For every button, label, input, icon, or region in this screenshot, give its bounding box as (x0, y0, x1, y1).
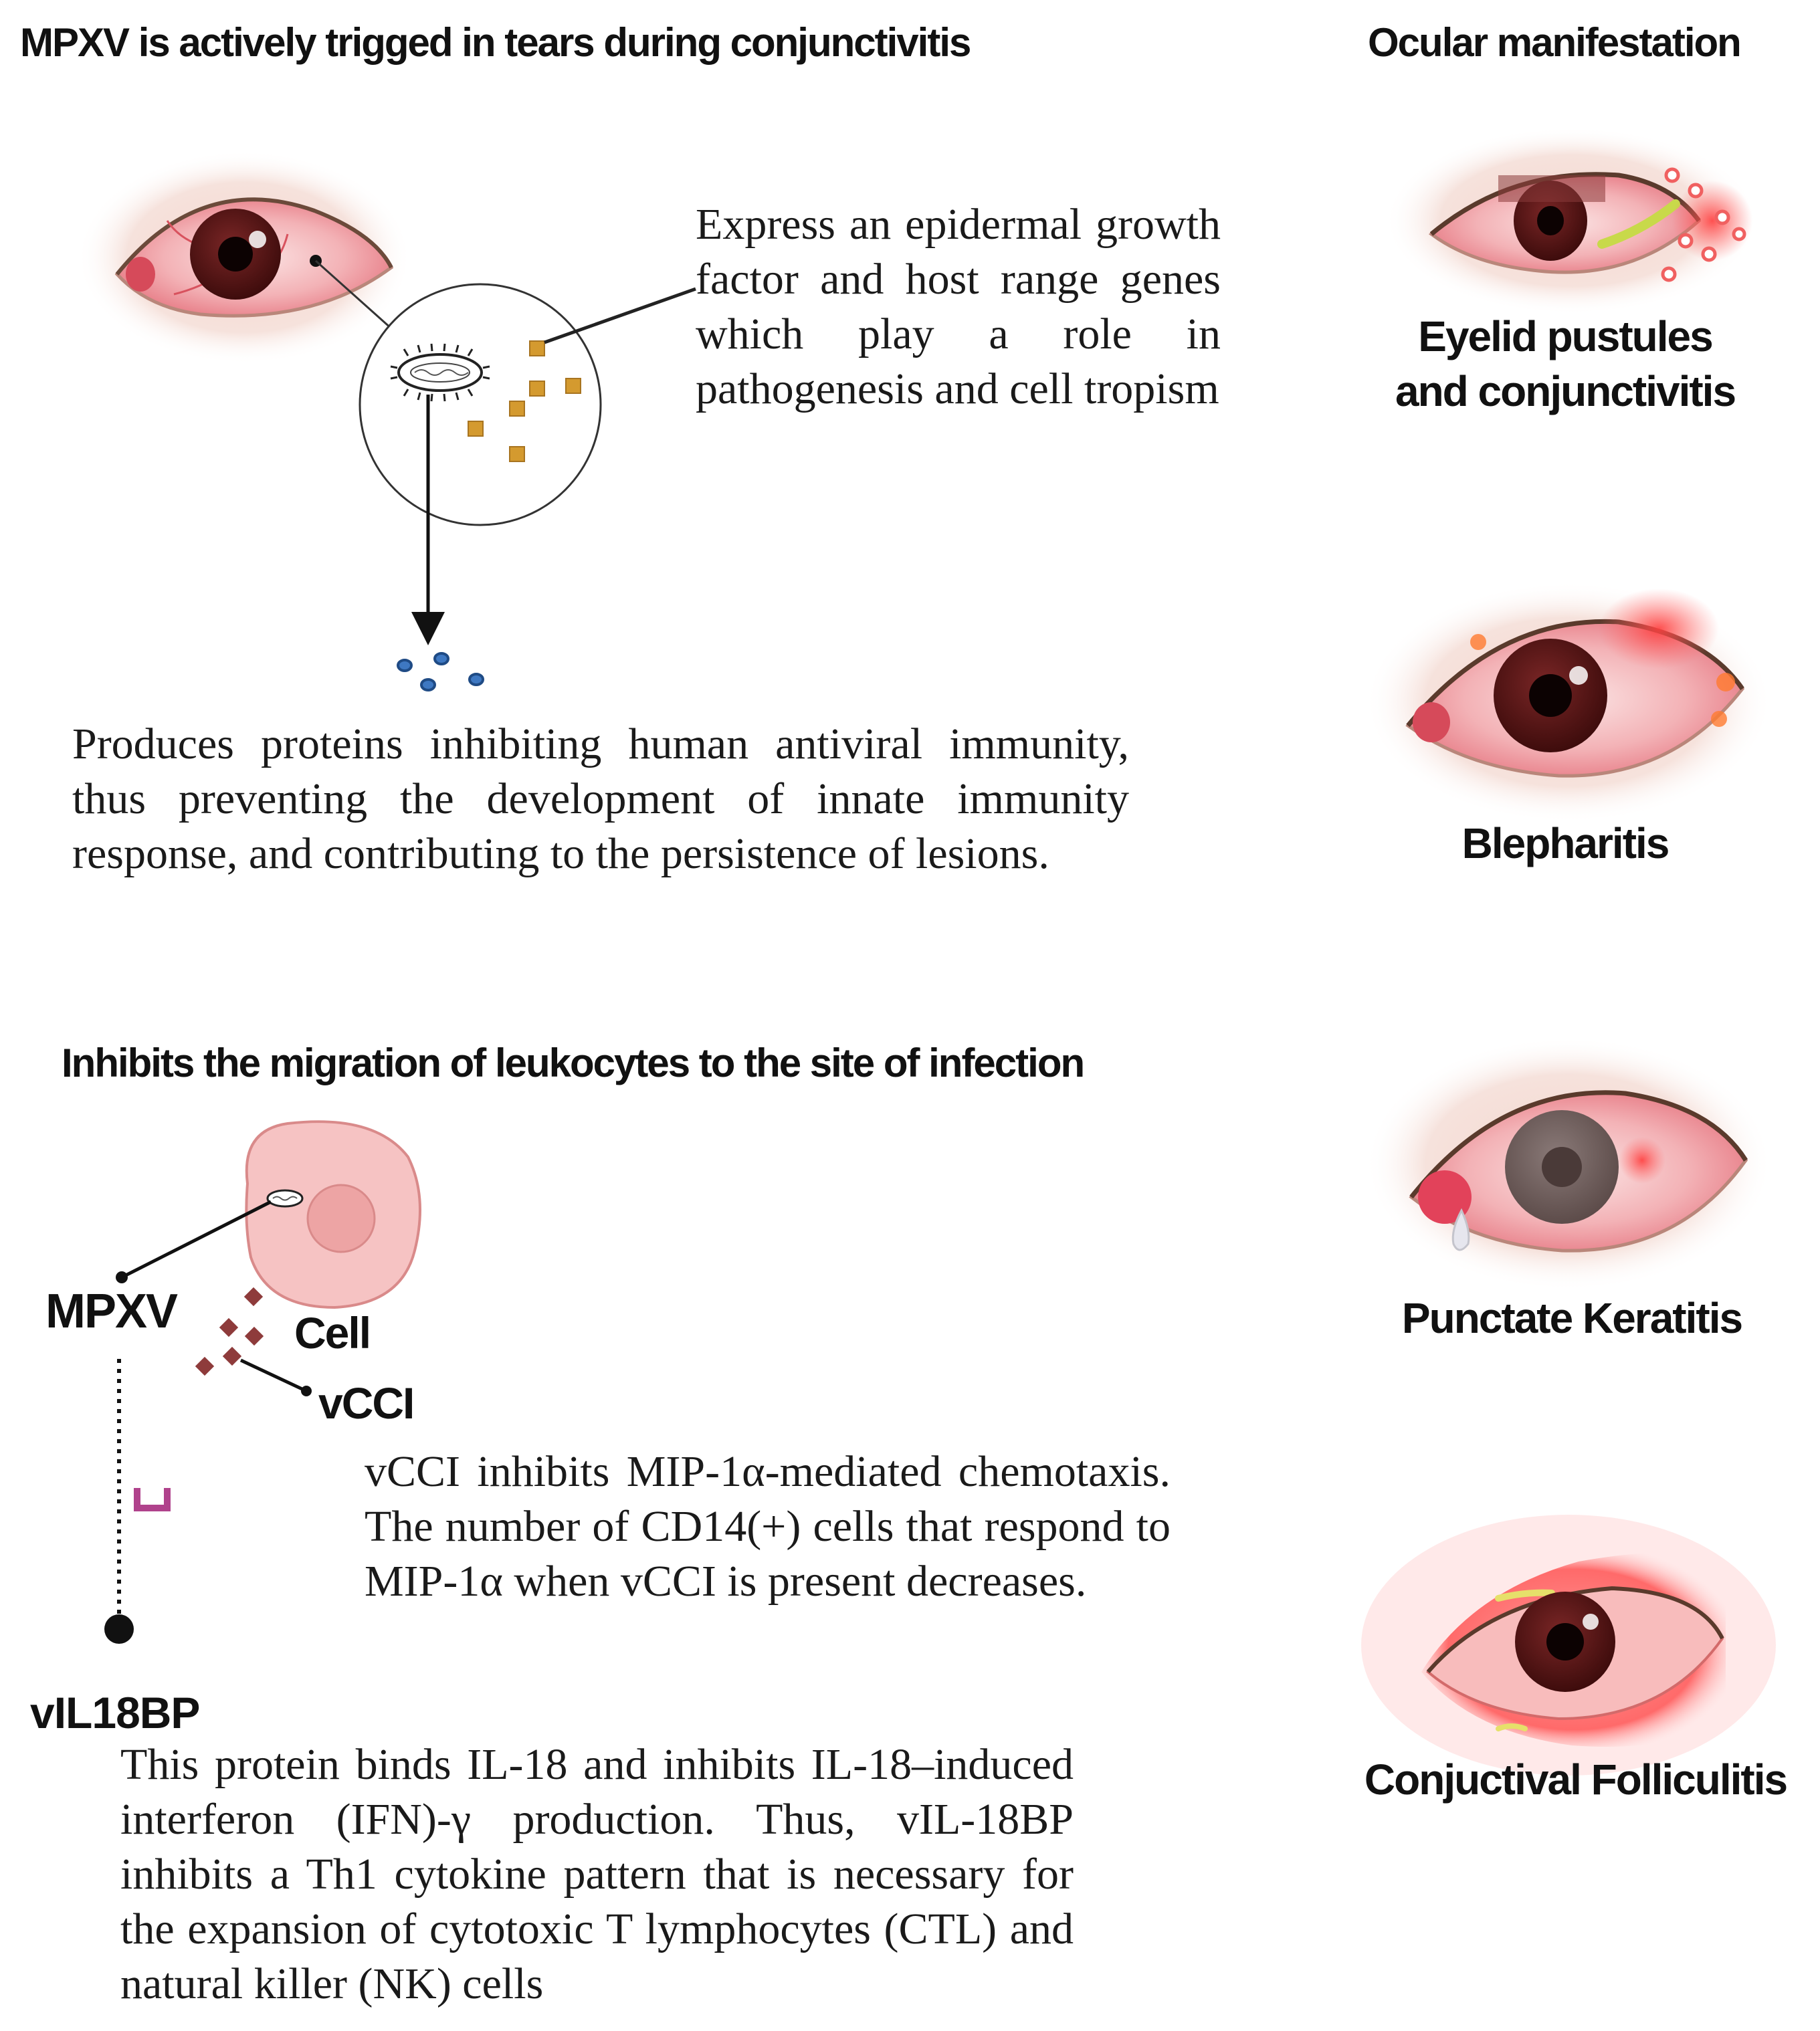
growth-factor-proteins (468, 340, 581, 462)
vil18bp-endpoint (104, 1614, 134, 1644)
mpxv-label: MPXV (45, 1285, 178, 1338)
small-virus-icon (266, 1189, 304, 1208)
caption-eyelid-line2: and conjunctivitis (1395, 367, 1736, 415)
conjunctival-folliculitis-eye-illustration (1361, 1515, 1776, 1776)
caption-conjunctival-folliculitis: Conjuctival Folliculitis (1364, 1755, 1788, 1804)
host-cell-illustration (245, 1120, 421, 1309)
il18-receptor-icon (134, 1488, 171, 1511)
vcci-protein-diamonds (195, 1287, 264, 1376)
caption-eyelid-pustules: Eyelid pustules and conjunctivitis (1324, 309, 1806, 419)
produces-description: Produces proteins inhibiting human antiv… (72, 720, 1129, 878)
eye-to-circle-connector (314, 259, 393, 330)
magnified-tear-circle (359, 283, 602, 526)
vcci-pointer-line (239, 1358, 308, 1393)
protein-to-text-connector (544, 287, 696, 344)
virus-icon (390, 343, 490, 402)
right-panel-title: Ocular manifestation (1368, 20, 1742, 65)
blepharitis-eye-illustration (1364, 582, 1773, 823)
caption-eyelid-line1: Eyelid pustules (1418, 312, 1713, 360)
caption-punctate-keratitis: Punctate Keratitis (1401, 1294, 1743, 1342)
migration-section-title: Inhibits the migration of leukocytes to … (62, 1041, 1085, 1085)
mpxv-pointer-line (120, 1200, 272, 1279)
vil18bp-description: This protein binds IL-18 and inhibits IL… (120, 1740, 1074, 2008)
left-panel-title: MPXV is actively trigged in tears during… (20, 20, 971, 65)
vcci-label: vCCI (318, 1378, 415, 1428)
express-description: Express an epidermal growth factor and h… (696, 200, 1221, 413)
punctate-keratitis-eye-illustration (1364, 1037, 1773, 1291)
top-left-eye-illustration (77, 150, 411, 364)
cell-label: Cell (294, 1308, 371, 1358)
vcci-description: vCCI inhibits MIP-1α-mediated chemotaxis… (365, 1447, 1171, 1606)
eyelid-pustules-eye-illustration (1385, 127, 1759, 314)
vil18bp-label: vIL18BP (30, 1688, 200, 1737)
caption-blepharitis: Blepharitis (1461, 819, 1670, 867)
secreted-vesicles (397, 652, 484, 691)
